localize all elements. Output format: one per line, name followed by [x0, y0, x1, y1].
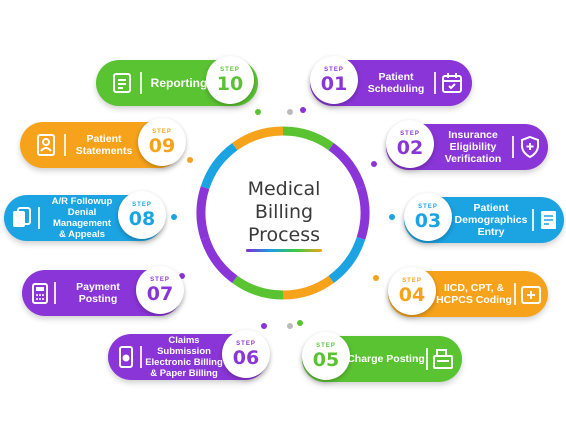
separator — [434, 72, 436, 94]
cash-register-icon — [433, 349, 453, 369]
separator — [38, 207, 40, 229]
step-number: 02 — [396, 136, 424, 159]
connector-dot — [261, 323, 267, 329]
step-badge: STEP 06 — [222, 330, 270, 378]
step-number: 07 — [146, 282, 174, 305]
separator — [426, 348, 428, 370]
connector-dot — [171, 214, 177, 220]
step-word: STEP — [152, 128, 172, 135]
form-icon — [541, 211, 556, 229]
step-number: 10 — [216, 72, 244, 95]
step-badge: STEP 05 — [302, 332, 350, 380]
step-word: STEP — [132, 201, 152, 208]
step-badge: STEP 10 — [206, 56, 254, 104]
mobile-pay-icon — [119, 346, 133, 368]
step-01-patient-scheduling: STEP 01 Patient Scheduling — [310, 56, 472, 106]
step-label: Charge Posting — [347, 353, 425, 365]
step-badge: STEP 01 — [310, 56, 358, 104]
separator — [140, 346, 142, 368]
diagram-title: Medical Billing Process — [247, 178, 321, 246]
step-word: STEP — [402, 277, 422, 284]
separator — [140, 72, 142, 94]
ring-segment — [328, 236, 366, 283]
step-badge: STEP 03 — [404, 193, 452, 241]
step-08-ar-followup: A/R Followup Denial Management & Appeals… — [4, 191, 166, 241]
shield-icon — [521, 135, 539, 159]
ring-segment — [282, 126, 334, 151]
step-word: STEP — [418, 203, 438, 210]
ring-segment — [232, 126, 284, 151]
calendar-icon — [442, 73, 462, 93]
ring-segment — [356, 186, 370, 240]
ring-segment — [328, 143, 366, 190]
step-label: IICD, CPT, & HCPCS Coding — [436, 282, 512, 306]
step-number: 04 — [398, 283, 426, 306]
title-underline — [246, 249, 322, 252]
connector-dot — [389, 214, 395, 220]
connector-dot — [255, 109, 261, 115]
medical-kit-icon — [521, 286, 541, 304]
step-number: 03 — [414, 209, 442, 232]
step-word: STEP — [220, 66, 240, 73]
connector-dot — [297, 320, 303, 326]
step-number: 08 — [128, 207, 156, 230]
step-05-charge-posting: STEP 05 Charge Posting — [302, 332, 462, 382]
step-number: 06 — [232, 346, 260, 369]
ring-segment — [196, 186, 210, 240]
step-word: STEP — [324, 66, 344, 73]
ring-segment — [282, 275, 334, 300]
step-label: Patient Statements — [75, 133, 133, 157]
connector-dot — [300, 107, 306, 113]
statement-icon — [37, 134, 55, 156]
step-04-coding: STEP 04 IICD, CPT, & HCPCS Coding — [388, 267, 548, 317]
separator — [54, 282, 56, 304]
step-badge: STEP 02 — [386, 120, 434, 168]
step-badge: STEP 07 — [136, 266, 184, 314]
ring-background — [195, 125, 371, 301]
ring-segment — [200, 143, 238, 190]
step-02-insurance-eligibility: STEP 02 Insurance Eligibility Verificati… — [386, 120, 548, 170]
step-10-reporting: Reporting STEP 10 — [96, 56, 258, 106]
step-word: STEP — [400, 130, 420, 137]
step-number: 01 — [320, 72, 348, 95]
ring-segment — [200, 236, 238, 283]
separator — [532, 209, 534, 231]
step-word: STEP — [316, 342, 336, 349]
documents-icon — [13, 207, 31, 227]
step-06-claims-submission: Claims Submission Electronic Billing & P… — [108, 330, 270, 380]
connector-dot — [187, 157, 193, 163]
step-label: Reporting — [150, 76, 208, 90]
step-03-patient-demographics: STEP 03 Patient Demographics Entry — [404, 193, 564, 243]
step-badge: STEP 04 — [388, 267, 436, 315]
separator — [512, 136, 514, 158]
step-label: Patient Demographics Entry — [454, 202, 528, 238]
step-label: A/R Followup Denial Management & Appeals — [51, 196, 113, 240]
separator — [64, 134, 66, 156]
step-09-patient-statements: Patient Statements STEP 09 — [20, 118, 186, 168]
connector-dot — [287, 109, 293, 115]
report-icon — [113, 73, 131, 93]
step-word: STEP — [150, 276, 170, 283]
step-badge: STEP 08 — [118, 191, 166, 239]
connector-dot — [287, 323, 293, 329]
step-label: Payment Posting — [76, 281, 120, 305]
step-label: Patient Scheduling — [367, 71, 425, 95]
step-badge: STEP 09 — [138, 118, 186, 166]
card-terminal-icon — [32, 283, 48, 304]
step-label: Claims Submission Electronic Billing & P… — [145, 335, 223, 379]
step-07-payment-posting: Payment Posting STEP 07 — [22, 266, 184, 316]
separator — [514, 283, 516, 305]
step-word: STEP — [236, 340, 256, 347]
step-number: 09 — [148, 134, 176, 157]
ring-segment — [232, 275, 284, 300]
step-number: 05 — [312, 348, 340, 371]
step-label: Insurance Eligibility Verification — [444, 129, 502, 165]
connector-dot — [373, 275, 379, 281]
connector-dot — [371, 161, 377, 167]
